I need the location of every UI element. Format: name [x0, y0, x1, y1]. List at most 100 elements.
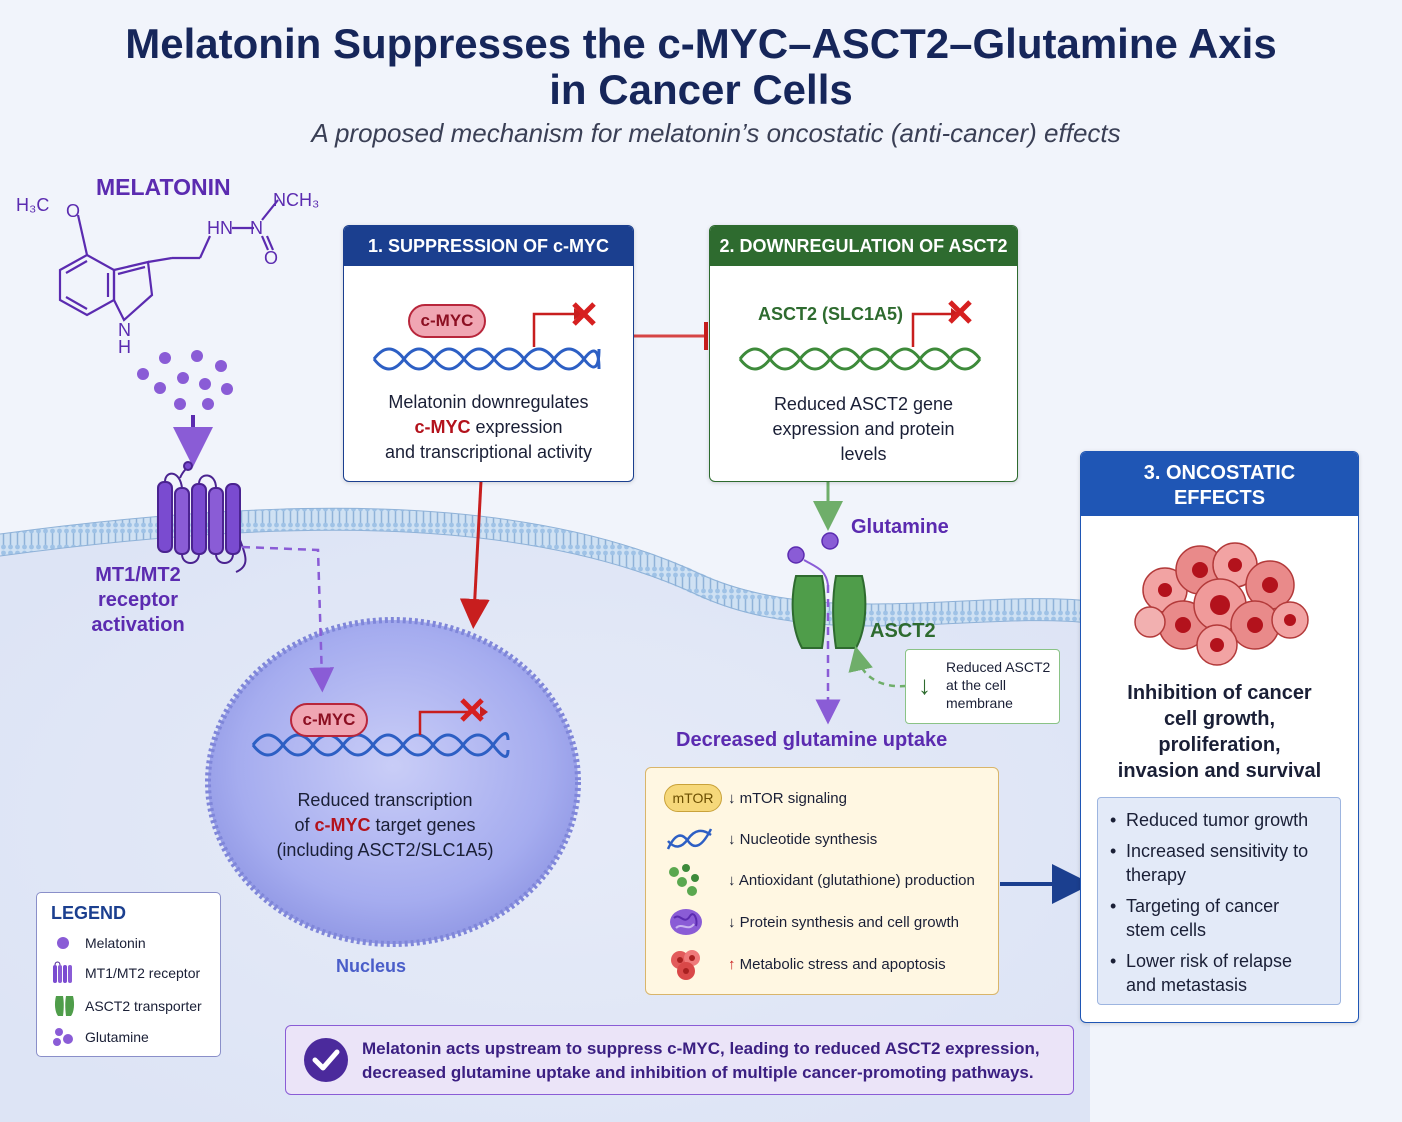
effect-row-mtor: mTOR ↓ mTOR signaling — [646, 778, 998, 818]
down-arrow-icon: ↓ — [918, 670, 931, 700]
box2-text-line2: expression and protein — [772, 419, 955, 439]
dna-icon — [666, 828, 713, 850]
box1-cmyc-red: c-MYC — [414, 417, 471, 437]
transporter-icon — [54, 996, 75, 1016]
decreased-uptake-label: Decreased glutamine uptake — [676, 729, 948, 751]
protein-icon — [670, 909, 702, 935]
h3c-label: H₃C — [16, 195, 50, 215]
box2-gene-label: ASCT2 (SLC1A5) — [758, 304, 904, 324]
box-oncostatic-effects: 3. ONCOSTATIC EFFECTS Inhibition of canc… — [1080, 451, 1359, 1023]
effect-text: ↑ Metabolic stress and apoptosis — [728, 956, 946, 973]
effect-text: ↓ mTOR signaling — [728, 790, 847, 807]
box3-header-line1: 3. ONCOSTATIC — [1143, 462, 1296, 484]
box2-text: Reduced ASCT2 gene expression and protei… — [710, 392, 1017, 467]
asct2-transporter — [791, 575, 867, 649]
checkmark-icon — [304, 1038, 348, 1082]
legend-label: Glutamine — [85, 1029, 149, 1045]
title-line-1: Melatonin Suppresses the c-MYC–ASCT2–Glu… — [125, 20, 1277, 67]
receptor-label-line2: receptor — [97, 589, 179, 611]
conclusion-line1: Melatonin acts upstream to suppress c-MY… — [362, 1039, 1040, 1058]
o-label: O — [66, 201, 81, 221]
nucleus-cmyc-pill: c-MYC — [290, 703, 368, 737]
box1-header: 1. SUPPRESSION OF c-MYC — [344, 226, 633, 266]
nh-label: N — [118, 320, 131, 340]
conclusion-line2: decreased glutamine uptake and inhibitio… — [362, 1063, 1034, 1082]
box2-dna-icon — [738, 300, 982, 371]
reduced-text-line2: at the cell — [946, 677, 1006, 693]
nucleus-text-line3: (including ASCT2/SLC1A5) — [276, 840, 494, 860]
glutamine-icon — [53, 1028, 73, 1046]
conclusion-box: Melatonin acts upstream to suppress c-MY… — [285, 1025, 1074, 1095]
bullet-item: •Reduced tumor growth — [1110, 810, 1309, 830]
n-label: N — [250, 218, 263, 238]
reduced-asct2-text: Reduced ASCT2 at the cell membrane — [946, 658, 1050, 712]
nucleus-text-line2: of c-MYC target genes — [235, 813, 535, 838]
box3-bullets: •Reduced tumor growth •Increased sensiti… — [1097, 797, 1341, 1005]
legend-label: Melatonin — [85, 935, 146, 951]
box-suppression-cmyc: 1. SUPPRESSION OF c-MYC c-MYC Melatonin … — [343, 225, 634, 482]
box3-header-line2: EFFECTS — [1173, 487, 1266, 509]
box1-cmyc-pill: c-MYC — [408, 304, 486, 338]
nch3-label: NCH₃ — [273, 190, 320, 210]
box3-summary-line1: Inhibition of cancer — [1127, 682, 1312, 704]
nucleus-text-line1: Reduced transcription — [297, 790, 473, 810]
conclusion-text: Melatonin acts upstream to suppress c-MY… — [362, 1037, 1040, 1085]
effect-row-antioxidant: ↓ Antioxidant (glutathione) production — [646, 860, 998, 900]
title-line-2: in Cancer Cells — [549, 66, 853, 113]
legend-title: LEGEND — [51, 903, 127, 923]
box3-summary-line4: invasion and survival — [1117, 760, 1322, 782]
box-downregulation-asct2: 2. DOWNREGULATION OF ASCT2 ASCT2 (SLC1A5… — [709, 225, 1018, 482]
effect-row-nucleotide: ↓ Nucleotide synthesis — [646, 819, 998, 859]
reduced-text-line1: Reduced ASCT2 — [946, 659, 1051, 675]
box1-text: Melatonin downregulates c-MYC expression… — [344, 390, 633, 465]
receptor-activation-label: MT1/MT2 receptor activation — [60, 563, 216, 638]
mt1-mt2-receptor — [157, 461, 247, 573]
box1-text-line1: Melatonin downregulates — [388, 392, 589, 412]
subtitle: A proposed mechanism for melatonin’s onc… — [311, 118, 1121, 148]
legend-box: LEGEND Melatonin MT1/MT2 receptor ASCT2 … — [36, 892, 221, 1057]
glutathione-icon — [669, 864, 699, 896]
o2-label: O — [264, 248, 279, 268]
reduced-text-line3: membrane — [946, 695, 1013, 711]
melatonin-structure — [58, 199, 279, 322]
receptor-label-line3: activation — [91, 614, 185, 636]
melatonin-dot-icon — [57, 937, 69, 949]
box2-header: 2. DOWNREGULATION OF ASCT2 — [710, 226, 1017, 266]
box3-summary-line3: proliferation, — [1158, 734, 1281, 756]
h-label: H — [118, 337, 131, 357]
nucleus-label: Nucleus — [336, 956, 407, 976]
box3-summary: Inhibition of cancer cell growth, prolif… — [1081, 680, 1358, 784]
legend-label: ASCT2 transporter — [85, 998, 202, 1014]
nucleus-text: Reduced transcription of c-MYC target ge… — [235, 788, 535, 863]
effect-text: ↓ Nucleotide synthesis — [728, 831, 878, 848]
stressed-cell-icon — [671, 950, 700, 980]
receptor-icon — [53, 961, 72, 983]
box3-header: 3. ONCOSTATIC EFFECTS — [1081, 452, 1358, 516]
asct2-label: ASCT2 — [870, 620, 936, 642]
nucleus-text-of: of — [294, 815, 315, 835]
receptor-label-line1: MT1/MT2 — [95, 564, 181, 586]
box2-text-line3: levels — [840, 444, 887, 464]
tumor-cells-icon — [1134, 542, 1309, 666]
legend-label: MT1/MT2 receptor — [85, 965, 201, 981]
box1-dna-icon — [372, 302, 601, 371]
melatonin-label: MELATONIN — [96, 174, 231, 200]
box1-text-line3: and transcriptional activity — [384, 442, 593, 462]
nucleus-text-rest: target genes — [370, 815, 476, 835]
nucleus-cmyc-red: c-MYC — [314, 815, 371, 835]
downstream-effects-box: mTOR ↓ mTOR signaling ↓ Nucleotide synth… — [645, 767, 999, 995]
glutamine-label: Glutamine — [851, 516, 949, 538]
box1-text-line2: c-MYC expression — [344, 415, 633, 440]
hn-label: HN — [207, 218, 233, 238]
effect-row-apoptosis: ↑ Metabolic stress and apoptosis — [646, 944, 998, 984]
mtor-pill-icon: mTOR — [664, 784, 722, 812]
box2-text-line1: Reduced ASCT2 gene — [773, 394, 954, 414]
box3-summary-line2: cell growth, — [1163, 708, 1276, 730]
reduced-asct2-callout: ↓ Reduced ASCT2 at the cell membrane — [905, 649, 1060, 724]
effect-text: ↓ Antioxidant (glutathione) production — [728, 872, 975, 889]
nucleus-dna-icon — [251, 698, 510, 758]
effect-text: ↓ Protein synthesis and cell growth — [728, 914, 959, 931]
